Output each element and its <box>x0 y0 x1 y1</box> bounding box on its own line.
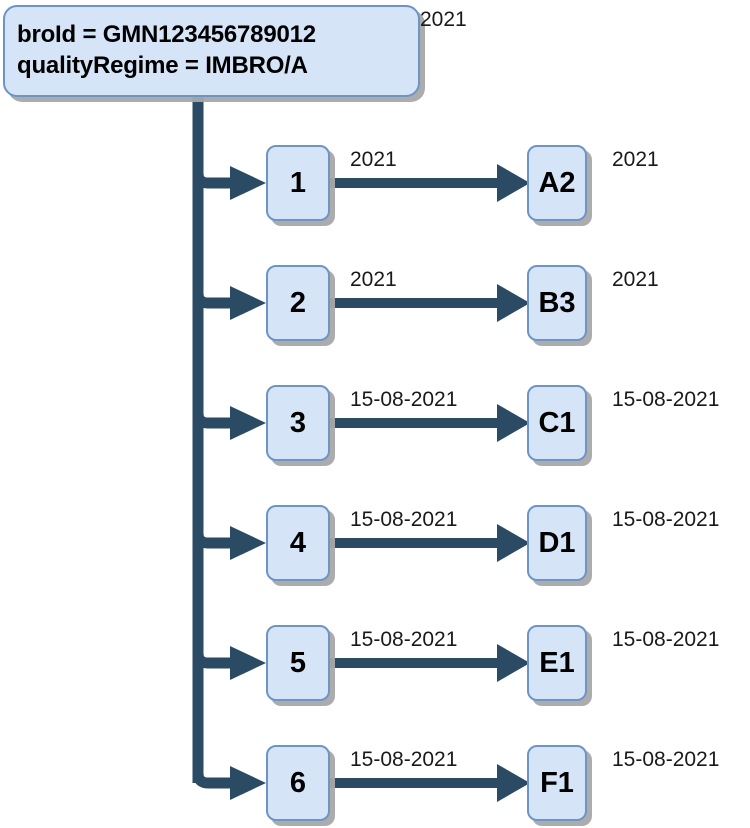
right-label-2: 2021 <box>612 268 659 291</box>
mid-node-4[interactable]: 4 <box>266 505 330 581</box>
end-node-a2[interactable]: A2 <box>527 145 587 221</box>
arrow-label-6: 15-08-2021 <box>350 748 458 771</box>
arrow-label-1: 2021 <box>350 148 397 171</box>
mid-node-2-label: 2 <box>289 286 307 319</box>
arrow-label-5: 15-08-2021 <box>350 628 458 651</box>
end-node-a2-label: A2 <box>538 166 576 199</box>
end-node-b3[interactable]: B3 <box>527 265 587 341</box>
end-node-b3-label: B3 <box>538 286 576 319</box>
root-qualityregime-line: qualityRegime = IMBRO/A <box>17 52 308 79</box>
mid-node-6-label: 6 <box>289 766 307 799</box>
mid-node-3-label: 3 <box>289 406 307 439</box>
mid-node-6[interactable]: 6 <box>266 745 330 821</box>
mid-node-1-label: 1 <box>289 166 307 199</box>
root-broid-line: broId = GMN123456789012 <box>17 21 316 49</box>
branch-elbows <box>192 153 232 789</box>
end-node-d1[interactable]: D1 <box>527 505 587 581</box>
right-label-3: 15-08-2021 <box>612 388 720 411</box>
arrow-label-2: 2021 <box>350 268 397 291</box>
end-node-c1[interactable]: C1 <box>527 385 587 461</box>
root-node[interactable]: broId = GMN123456789012 qualityRegime = … <box>3 5 420 97</box>
mid-node-5[interactable]: 5 <box>266 625 330 701</box>
right-label-5: 15-08-2021 <box>612 628 720 651</box>
root-year-label: 2021 <box>420 8 467 31</box>
end-node-e1[interactable]: E1 <box>527 625 587 701</box>
end-node-f1[interactable]: F1 <box>527 745 587 821</box>
right-label-1: 2021 <box>612 148 659 171</box>
end-node-c1-label: C1 <box>538 406 576 439</box>
end-node-d1-label: D1 <box>538 526 576 559</box>
arrow-label-3: 15-08-2021 <box>350 388 458 411</box>
end-node-f1-label: F1 <box>540 766 574 799</box>
arrow-label-4: 15-08-2021 <box>350 508 458 531</box>
mid-node-5-label: 5 <box>289 646 307 679</box>
mid-node-2[interactable]: 2 <box>266 265 330 341</box>
mid-node-3[interactable]: 3 <box>266 385 330 461</box>
right-label-4: 15-08-2021 <box>612 508 720 531</box>
mid-node-4-label: 4 <box>289 526 307 559</box>
mid-node-1[interactable]: 1 <box>266 145 330 221</box>
right-label-6: 15-08-2021 <box>612 748 720 771</box>
branch-arrowheads <box>230 166 266 800</box>
end-node-e1-label: E1 <box>539 646 575 679</box>
row-arrowheads <box>497 164 530 802</box>
